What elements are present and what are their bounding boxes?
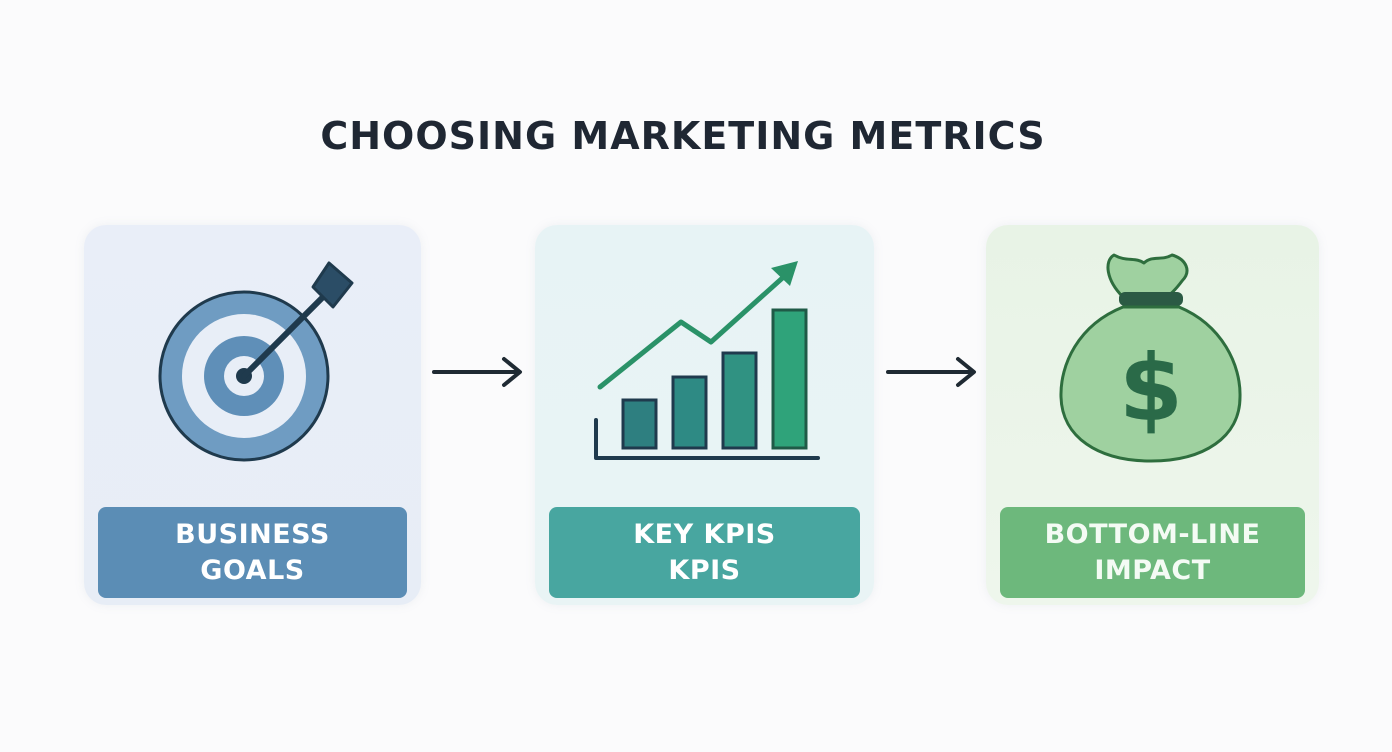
- money-bag-icon: $: [1059, 253, 1242, 463]
- step-card-business-goals: BUSINESS GOALS: [84, 225, 421, 605]
- step-label-line1: KEY KPIS: [633, 518, 776, 550]
- step-label-bottom-line-impact: BOTTOM-LINE IMPACT: [1000, 507, 1305, 598]
- step-label-line2: KPIS: [668, 554, 741, 586]
- step-card-key-kpis: KEY KPIS KPIS: [535, 225, 874, 605]
- step-card-bottom-line-impact: $ BOTTOM-LINE IMPACT: [986, 225, 1319, 605]
- arrow-right-icon: [432, 357, 522, 387]
- step-label-key-kpis: KEY KPIS KPIS: [549, 507, 860, 598]
- step-label-line1: BOTTOM-LINE: [1044, 518, 1261, 550]
- step-label-line1: BUSINESS: [175, 518, 330, 550]
- step-label-line2: GOALS: [200, 554, 305, 586]
- bar-chart-icon: [594, 261, 820, 460]
- target-icon: [158, 261, 354, 462]
- step-label-business-goals: BUSINESS GOALS: [98, 507, 407, 598]
- diagram-title: CHOOSING MARKETING METRICS: [320, 114, 1046, 158]
- step-label-line2: IMPACT: [1094, 554, 1211, 586]
- arrow-right-icon: [886, 357, 976, 387]
- svg-text:$: $: [1119, 335, 1183, 442]
